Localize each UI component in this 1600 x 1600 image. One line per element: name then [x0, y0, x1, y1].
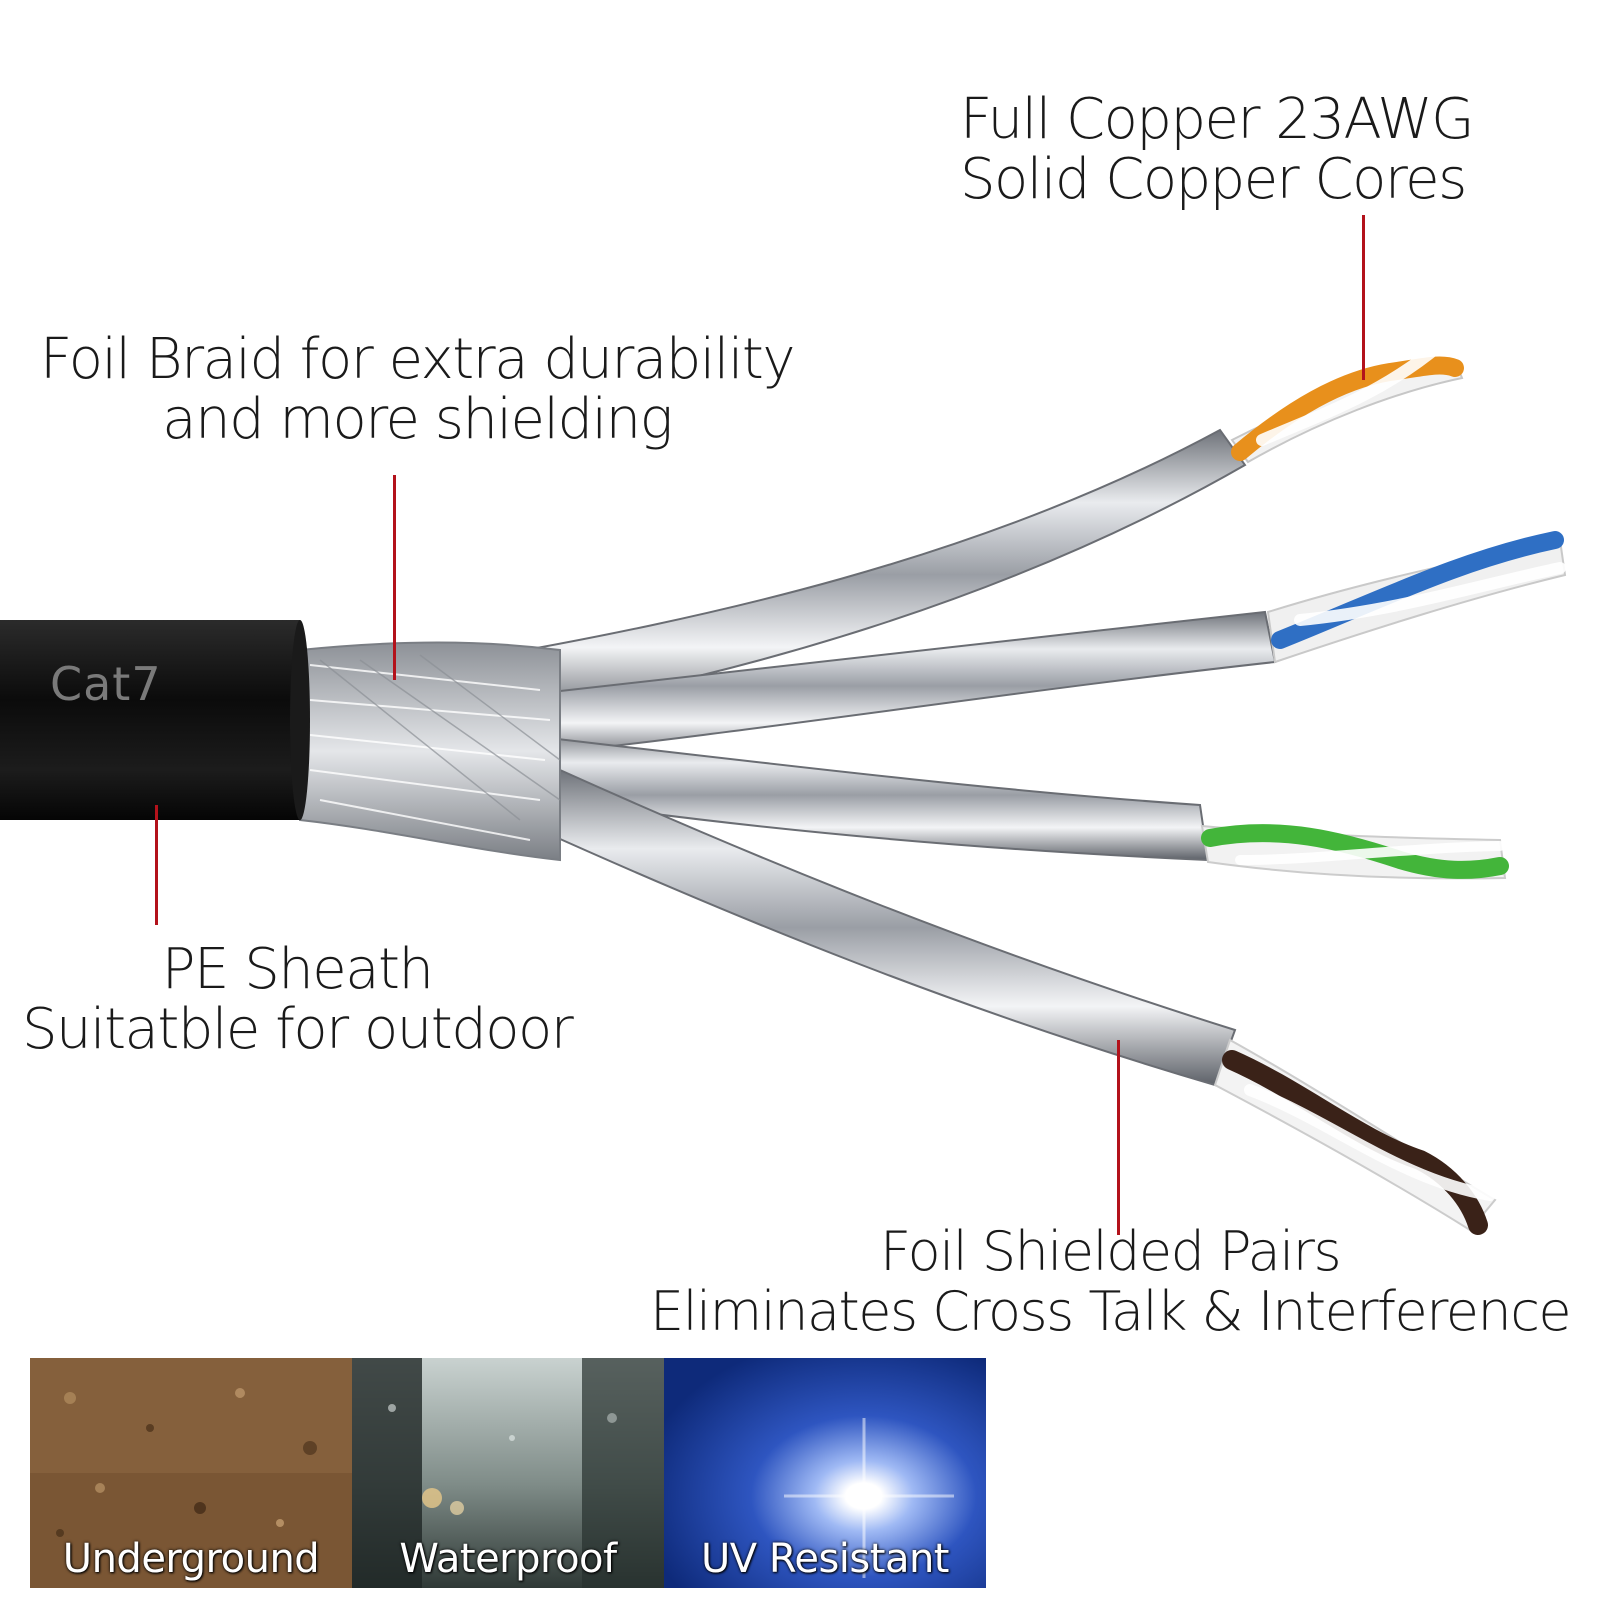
feature-label-underground: Underground: [62, 1536, 320, 1582]
sun-glare-photo: [664, 1358, 986, 1588]
soil-photo: [30, 1358, 352, 1588]
callout-sheath-line2: Suitatble for outdoor: [22, 997, 574, 1062]
feature-tile-waterproof: Waterproof: [352, 1358, 664, 1588]
callout-braid-line2: and more shielding: [162, 387, 673, 452]
callout-pairs-line1: Foil Shielded Pairs: [880, 1220, 1342, 1283]
rain-window-photo: [352, 1358, 664, 1588]
sheath-print: Cat7: [50, 657, 162, 711]
callout-copper: Full Copper 23AWG Solid Copper Cores: [960, 87, 1475, 212]
callout-sheath: PE Sheath Suitatble for outdoor: [22, 937, 574, 1062]
pe-sheath: Cat7: [0, 620, 310, 820]
callout-pairs: Foil Shielded Pairs Eliminates Cross Tal…: [650, 1220, 1572, 1343]
callout-braid-line1: Foil Braid for extra durability: [40, 327, 796, 392]
callout-sheath-line1: PE Sheath: [161, 937, 434, 1002]
callout-copper-line1: Full Copper 23AWG: [960, 87, 1475, 152]
shielded-pair-blue: [478, 531, 1567, 762]
cable-illustration: Cat7: [0, 339, 1567, 1235]
shielded-pair-orange: [468, 339, 1464, 722]
leader-line-pairs: [1117, 1040, 1120, 1235]
leader-line-copper: [1362, 215, 1365, 380]
feature-tile-underground: Underground: [30, 1358, 352, 1588]
callout-copper-line2: Solid Copper Cores: [960, 147, 1467, 212]
callout-braid: Foil Braid for extra durability and more…: [40, 327, 796, 452]
foil-braid: [299, 641, 561, 862]
feature-tile-uv-resistant: UV Resistant: [664, 1358, 986, 1588]
feature-label-waterproof: Waterproof: [399, 1536, 617, 1582]
feature-label-uv-resistant: UV Resistant: [701, 1536, 949, 1582]
callout-pairs-line2: Eliminates Cross Talk & Interference: [650, 1280, 1572, 1343]
shielded-pair-brown: [538, 768, 1497, 1235]
shielded-pair-green: [478, 728, 1509, 880]
leader-line-braid: [393, 475, 396, 680]
leader-line-sheath: [155, 805, 158, 925]
